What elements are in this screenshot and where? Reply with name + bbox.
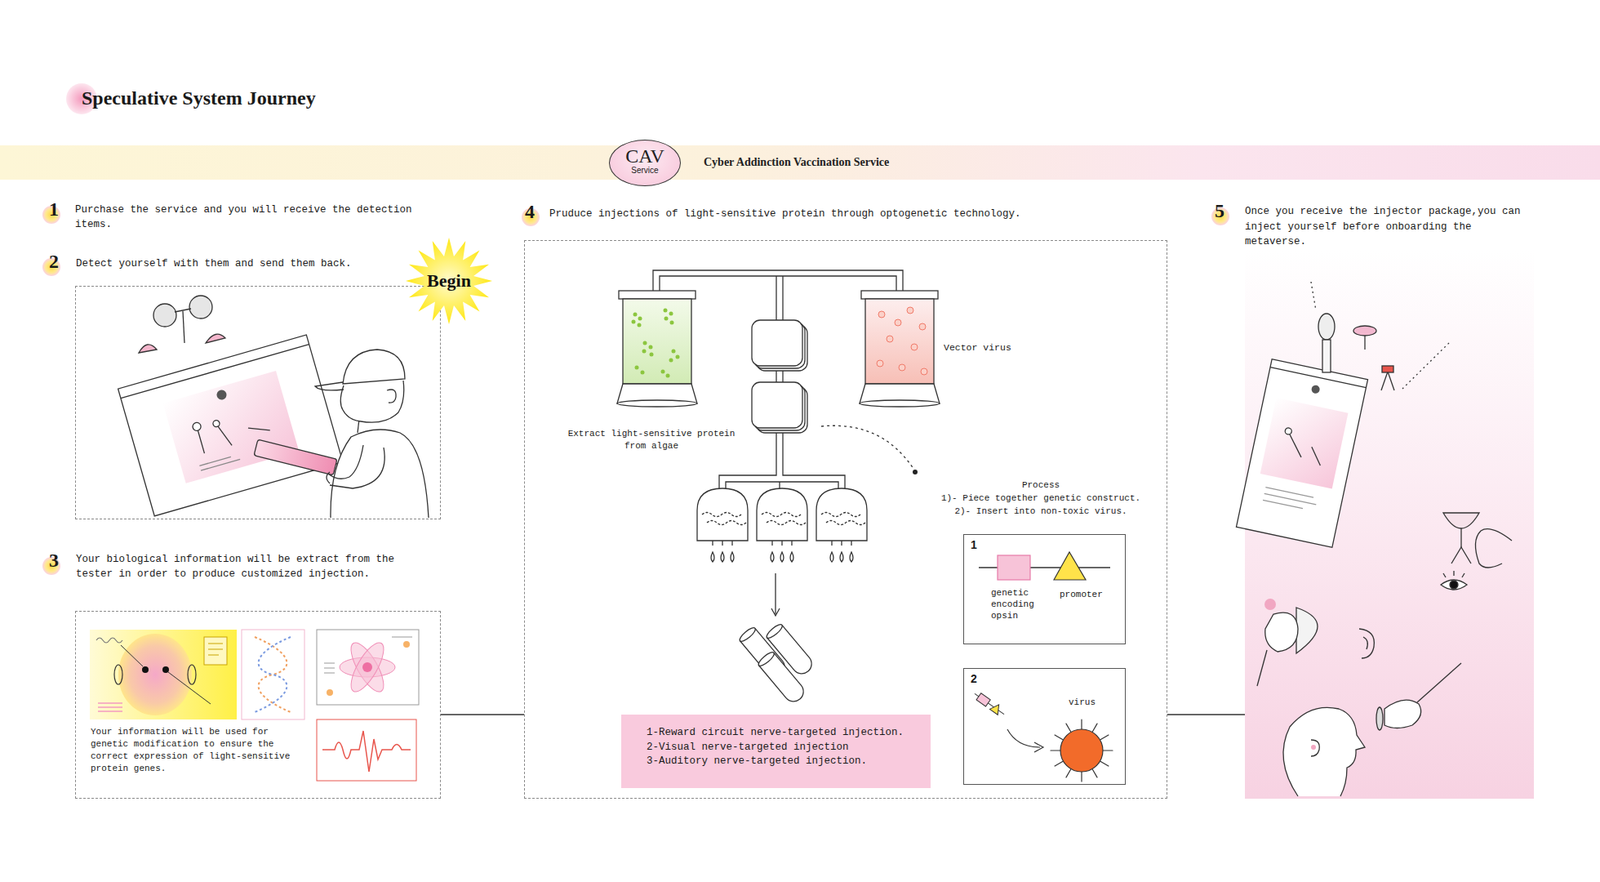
- step-text: Pruduce injections of light-sensitive pr…: [549, 206, 1022, 222]
- list-item: 2-Visual nerve-targeted injection: [646, 740, 921, 756]
- callout-number: 5: [1214, 199, 1225, 223]
- box-number: 2: [970, 671, 978, 685]
- part-label: Vector virus: [943, 341, 1012, 354]
- part-label: Extract light-sensitive protein from alg…: [565, 427, 738, 453]
- page-title: Speculative System Journey: [81, 85, 316, 111]
- process-box: 1 genetic encoding opsin promoter: [963, 533, 1126, 645]
- callout-number: 2: [48, 249, 59, 273]
- process-note: 1)- Piece together genetic construct.: [918, 491, 1164, 505]
- dashed-panel: Detect yourself with them and send them …: [75, 285, 441, 520]
- part-label: virus: [1068, 696, 1096, 708]
- badge-subtitle: Service: [609, 165, 680, 176]
- injection-list: 1-Reward circuit nerve-targeted injectio…: [621, 714, 931, 788]
- process-note: 2)- Insert into non-toxic virus.: [918, 504, 1164, 518]
- callout-number: 1: [48, 197, 59, 221]
- panel-note: Your information will be used for geneti…: [90, 725, 302, 775]
- step-text: Once you receive the injector package,yo…: [1244, 204, 1534, 250]
- step-text: Your biological information will be extr…: [75, 551, 427, 582]
- dashed-panel: Your biological information will be extr…: [75, 610, 441, 799]
- band-title: Cyber Addinction Vaccination Service: [703, 155, 889, 170]
- connector-line: [1167, 713, 1245, 715]
- starburst: Begin: [405, 237, 493, 325]
- burst-text: Begin: [405, 270, 493, 292]
- service-badge: CAVService: [608, 139, 681, 187]
- step-panel: Once you receive the injector package,yo…: [1244, 249, 1534, 799]
- callout-number: 3: [48, 548, 59, 572]
- list-item: 3-Auditory nerve-targeted injection.: [646, 754, 921, 769]
- part-label: genetic encoding opsin: [991, 586, 1045, 622]
- box-number: 1: [970, 537, 978, 552]
- header-band: Cyber Addinction Vaccination Service CAVS…: [0, 145, 1600, 180]
- process-box: 2 virus: [963, 667, 1126, 785]
- callout-number: 4: [524, 200, 535, 223]
- badge-acronym: CAV: [609, 146, 680, 166]
- list-item: 1-Reward circuit nerve-targeted injectio…: [646, 725, 921, 741]
- dashed-panel: Pruduce injections of light-sensitive pr…: [524, 240, 1168, 799]
- step-text: Purchase the service and you will receiv…: [75, 202, 428, 232]
- connector-line: [440, 713, 525, 715]
- part-label: promoter: [1059, 588, 1103, 600]
- step-text: Detect yourself with them and send them …: [75, 256, 352, 272]
- process-note: Process: [918, 478, 1164, 492]
